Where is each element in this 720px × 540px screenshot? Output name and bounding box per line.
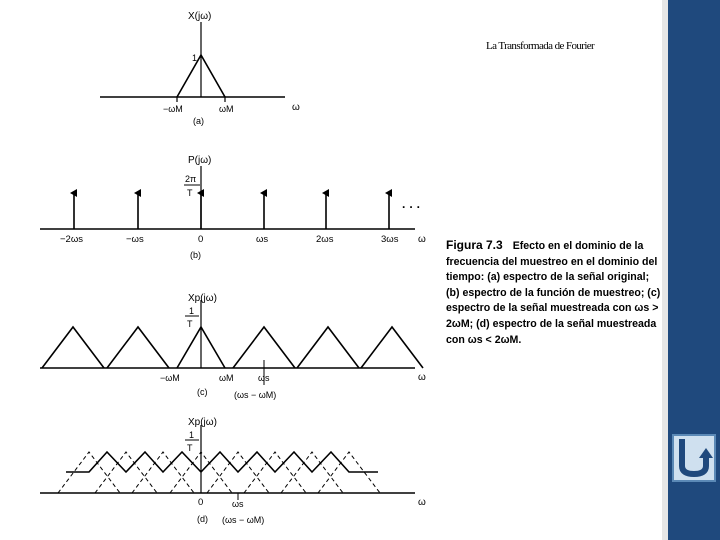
panel-b-tick: 0 [198, 234, 203, 245]
panel-d-replica [169, 451, 233, 494]
panel-d-replica [243, 451, 307, 494]
panel-a-ylabel: X(jω) [188, 11, 211, 22]
panel-c-triangle [41, 325, 105, 369]
panel-c-amp-top: 1 [189, 306, 194, 316]
panel-d-tag: (d) [197, 514, 208, 524]
panel-c-triangle [296, 325, 360, 369]
panel-a-axis-label: ω [292, 102, 300, 113]
slide-title: La Transformada de Fourier [486, 40, 595, 52]
panel-d-ylabel: Xp(jω) [188, 417, 217, 428]
panel-d-amp-top: 1 [189, 430, 194, 440]
figure-number: Figura 7.3 [446, 238, 503, 252]
panel-d-tick: 0 [198, 497, 203, 508]
panel-d [40, 425, 415, 500]
panel-d-aliased-spectrum [66, 450, 378, 474]
panel-d-replica [57, 451, 121, 494]
panel-b [40, 166, 415, 230]
back-button[interactable] [672, 434, 716, 482]
panel-a [100, 22, 285, 102]
panel-a-triangle [176, 53, 226, 98]
panel-b-amp-bottom: T [187, 188, 193, 198]
panel-c-tick: −ωM [160, 373, 180, 383]
page-edge-shadow [662, 0, 668, 540]
panel-d-replica [94, 451, 158, 494]
panel-c-ylabel: Xp(jω) [188, 293, 217, 304]
panel-b-ylabel: P(jω) [188, 155, 211, 166]
panel-c-tick: ωs [258, 373, 270, 383]
panel-a-tick-neg-wm: −ωM [163, 104, 183, 114]
panel-c-triangle [176, 325, 226, 369]
panel-c-amp-bottom: T [187, 319, 193, 329]
panel-c-triangle [232, 325, 296, 369]
panel-b-tick: ωs [256, 234, 268, 245]
panel-d-replica [206, 451, 270, 494]
panel-b-tick: 3ωs [381, 234, 399, 245]
caption-text: Efecto en el dominio de la frecuencia de… [446, 240, 661, 346]
panel-a-tag: (a) [193, 116, 204, 126]
panel-c-axis-label: ω [418, 372, 426, 383]
u-turn-back-icon [679, 439, 713, 478]
panel-b-ellipsis: · · · [402, 200, 421, 214]
panel-c-tick: ωM [219, 373, 234, 383]
panel-b-tick: −ωs [126, 234, 144, 245]
panel-b-amp-top: 2π [185, 174, 196, 184]
panel-d-replica [280, 451, 344, 494]
panel-b-axis-label: ω [418, 234, 426, 245]
panel-c-diff-label: (ωs − ωM) [234, 390, 276, 400]
panel-d-amp-bottom: T [187, 443, 193, 453]
panel-c [40, 300, 424, 385]
panel-c-triangle [106, 325, 170, 369]
panel-d-diff-label: (ωs − ωM) [222, 515, 264, 525]
panel-b-tag: (b) [190, 250, 201, 260]
panel-b-tick: −2ωs [60, 234, 83, 245]
panel-a-tick-wm: ωM [219, 104, 234, 114]
panel-d-tick: ωs [232, 499, 244, 509]
panel-b-tick: 2ωs [316, 234, 334, 245]
panel-c-triangle [360, 325, 424, 369]
panel-d-replica [317, 451, 381, 494]
panel-d-replica [131, 451, 195, 494]
panel-a-peak: 1 [192, 53, 197, 63]
panel-d-axis-label: ω [418, 497, 426, 508]
panel-c-tag: (c) [197, 387, 208, 397]
